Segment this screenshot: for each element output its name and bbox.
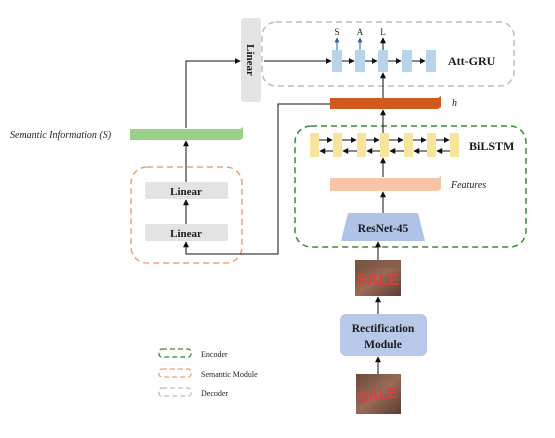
bilstm-cell xyxy=(333,133,342,157)
bilstm-cell xyxy=(450,133,459,157)
legend-swatch-decoder xyxy=(158,387,192,397)
bilstm-cell xyxy=(380,133,389,157)
bilstm-cell xyxy=(310,133,319,157)
att-gru-cell xyxy=(355,50,365,72)
features-label: Features xyxy=(450,180,486,191)
input-image: SALE xyxy=(356,374,401,414)
rectification-label-line2: Module xyxy=(364,339,402,351)
legend-label-semantic: Semantic Module xyxy=(201,370,258,379)
rectification-module xyxy=(340,314,427,356)
semantic-info-label: Semantic Information (S) xyxy=(10,130,112,141)
rectified-image: SALE xyxy=(355,260,401,296)
legend: Encoder Semantic Module Decoder xyxy=(158,348,258,398)
legend-label-encoder: Encoder xyxy=(201,350,228,359)
legend-swatch-semantic xyxy=(158,368,192,378)
resnet-label: ResNet-45 xyxy=(358,223,409,235)
bilstm-cells xyxy=(310,133,459,157)
hidden-state-bar xyxy=(330,96,441,109)
semantic-info-bar xyxy=(130,127,243,140)
decoder-linear-label: Linear xyxy=(244,44,256,76)
output-token-a: A xyxy=(357,27,364,37)
legend-label-decoder: Decoder xyxy=(201,389,228,398)
rectified-image-text: SALE xyxy=(357,272,400,289)
semantic-linear-top xyxy=(145,182,228,199)
att-gru-cell xyxy=(426,50,436,72)
semantic-region xyxy=(130,166,243,264)
semantic-linear-bottom-label: Linear xyxy=(170,228,202,240)
att-gru-label: Att-GRU xyxy=(448,54,496,68)
bilstm-cell xyxy=(357,133,366,157)
decoder-region xyxy=(261,21,515,87)
bilstm-cell xyxy=(404,133,413,157)
input-image-text: SALE xyxy=(357,384,399,406)
att-gru-cell xyxy=(332,50,342,72)
semantic-linear-bottom xyxy=(145,224,228,241)
att-gru-cells xyxy=(332,50,436,72)
output-token-s: S xyxy=(334,27,339,37)
resnet-block xyxy=(341,213,425,241)
features-bar xyxy=(330,176,441,191)
output-token-l: L xyxy=(380,27,386,37)
rectification-label-line1: Rectification xyxy=(352,323,415,335)
att-gru-cell xyxy=(378,50,388,72)
semantic-linear-top-label: Linear xyxy=(170,186,202,198)
bilstm-label: BiLSTM xyxy=(469,139,514,153)
att-gru-cell xyxy=(402,50,412,72)
decoder-linear-box xyxy=(241,18,261,102)
bilstm-cell xyxy=(427,133,436,157)
hidden-state-label: h xyxy=(452,98,457,109)
legend-swatch-encoder xyxy=(158,348,192,358)
